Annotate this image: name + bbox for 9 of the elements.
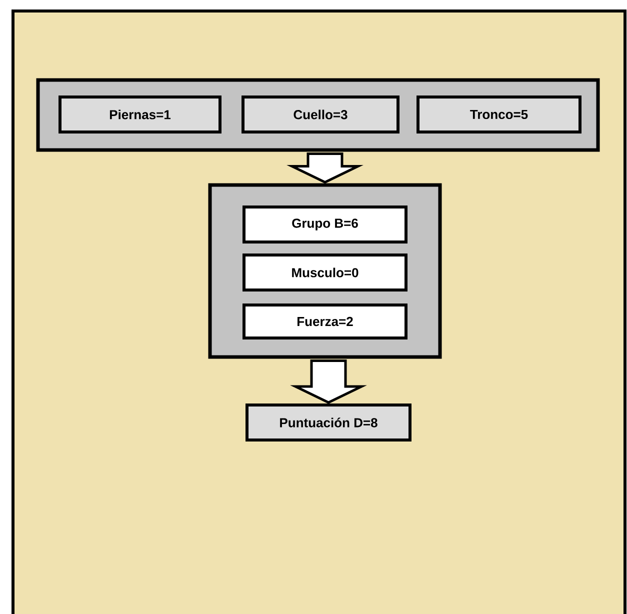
value-box: Musculo=0 [242,254,408,292]
block-arrow [286,152,364,184]
value-box: Grupo B=6 [242,206,408,244]
value-box: Puntuación D=8 [246,404,412,442]
value-box: Piernas=1 [58,96,222,134]
value-box: Tronco=5 [416,96,582,134]
value-box: Cuello=3 [242,96,400,134]
value-box: Fuerza=2 [242,304,408,340]
block-arrow [290,360,367,404]
